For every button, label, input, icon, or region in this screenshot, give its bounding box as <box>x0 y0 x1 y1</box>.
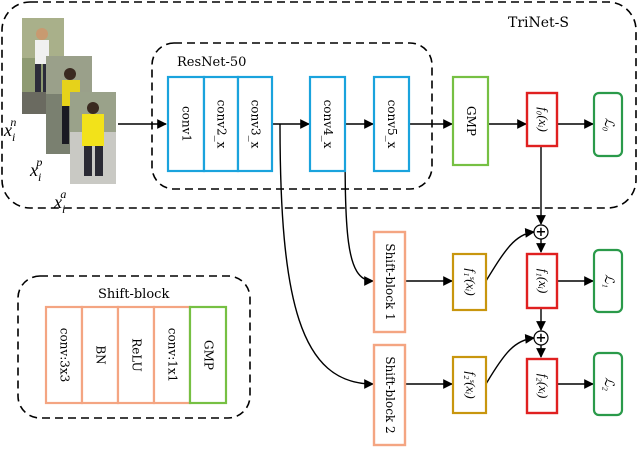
resnet-block-conv4: conv4_x <box>308 75 347 173</box>
edge-f2s-plus2 <box>485 334 535 385</box>
legend-layer-bn: BN <box>80 305 120 405</box>
loss-l1: ℒ₁ <box>592 248 624 314</box>
loss-l2: ℒ₂ <box>592 351 624 417</box>
resnet-title: ResNet-50 <box>177 55 246 70</box>
svg-text:conv4_x: conv4_x <box>321 100 335 149</box>
plus-node-2: + <box>533 330 549 346</box>
svg-text:Shift-block 1: Shift-block 1 <box>383 243 397 320</box>
feature-f1s: f₁ˢ(xᵢ) <box>451 252 488 312</box>
anchor-label: xia <box>53 187 66 216</box>
anchor-image <box>70 92 116 184</box>
svg-text:GMP: GMP <box>202 340 216 370</box>
svg-text:+: + <box>536 225 547 240</box>
resnet-block-conv5: conv5_x <box>372 75 411 173</box>
loss-l0: ℒ₀ <box>592 91 624 158</box>
negative-label: xin <box>3 115 16 144</box>
svg-text:f₀(xᵢ): f₀(xᵢ) <box>536 107 551 132</box>
svg-text:f₂(xᵢ): f₂(xᵢ) <box>536 374 551 399</box>
edge-conv4-shift1 <box>344 123 374 286</box>
svg-text:GMP: GMP <box>464 106 478 136</box>
feature-f1: f₁(xᵢ) <box>525 252 559 310</box>
svg-text:conv3_x: conv3_x <box>249 100 263 149</box>
svg-text:ReLU: ReLU <box>130 338 144 372</box>
positive-label: xip <box>29 155 42 184</box>
shift-legend-container <box>17 275 251 419</box>
legend-layer-conv1x1: conv:1x1 <box>152 305 192 405</box>
svg-text:Shift-block 2: Shift-block 2 <box>383 356 397 433</box>
legend-layer-conv3x3: conv:3x3 <box>44 305 84 405</box>
shift-legend-title: Shift-block <box>98 287 169 302</box>
plus-node-1: + <box>533 224 549 240</box>
svg-text:ℒ₁: ℒ₁ <box>602 274 617 288</box>
svg-text:f₁ˢ(xᵢ): f₁ˢ(xᵢ) <box>464 268 479 295</box>
legend-layer-relu: ReLU <box>116 305 156 405</box>
svg-text:ℒ₀: ℒ₀ <box>602 118 617 132</box>
svg-text:ℒ₂: ℒ₂ <box>602 377 617 391</box>
edge-conv3-shift2 <box>279 123 374 389</box>
resnet-block-conv3: conv3_x <box>236 75 274 173</box>
resnet-block-conv2: conv2_x <box>202 75 240 173</box>
feature-f0: f₀(xᵢ) <box>525 91 559 148</box>
trinet-s-container <box>1 1 637 209</box>
legend-layer-gmp: GMP <box>188 305 228 405</box>
svg-text:conv:1x1: conv:1x1 <box>166 328 180 383</box>
trinet-s-title: TriNet-S <box>508 15 569 31</box>
shift-block-2: Shift-block 2 <box>372 343 407 447</box>
edge-f1s-plus1 <box>485 228 535 282</box>
shift-block-1: Shift-block 1 <box>372 230 407 334</box>
svg-text:conv5_x: conv5_x <box>385 100 399 149</box>
svg-text:f₂ˢ(xᵢ): f₂ˢ(xᵢ) <box>464 371 479 398</box>
feature-f2s: f₂ˢ(xᵢ) <box>451 355 488 415</box>
resnet-block-conv1: conv1 <box>166 75 206 173</box>
svg-text:conv1: conv1 <box>180 106 194 142</box>
svg-text:f₁(xᵢ): f₁(xᵢ) <box>536 269 551 294</box>
feature-f2: f₂(xᵢ) <box>525 357 559 415</box>
svg-text:+: + <box>536 331 547 346</box>
svg-text:conv:3x3: conv:3x3 <box>58 328 72 383</box>
svg-text:BN: BN <box>94 345 108 364</box>
resnet-container <box>151 42 433 190</box>
gmp-main: GMP <box>451 75 490 167</box>
svg-text:conv2_x: conv2_x <box>215 100 229 149</box>
